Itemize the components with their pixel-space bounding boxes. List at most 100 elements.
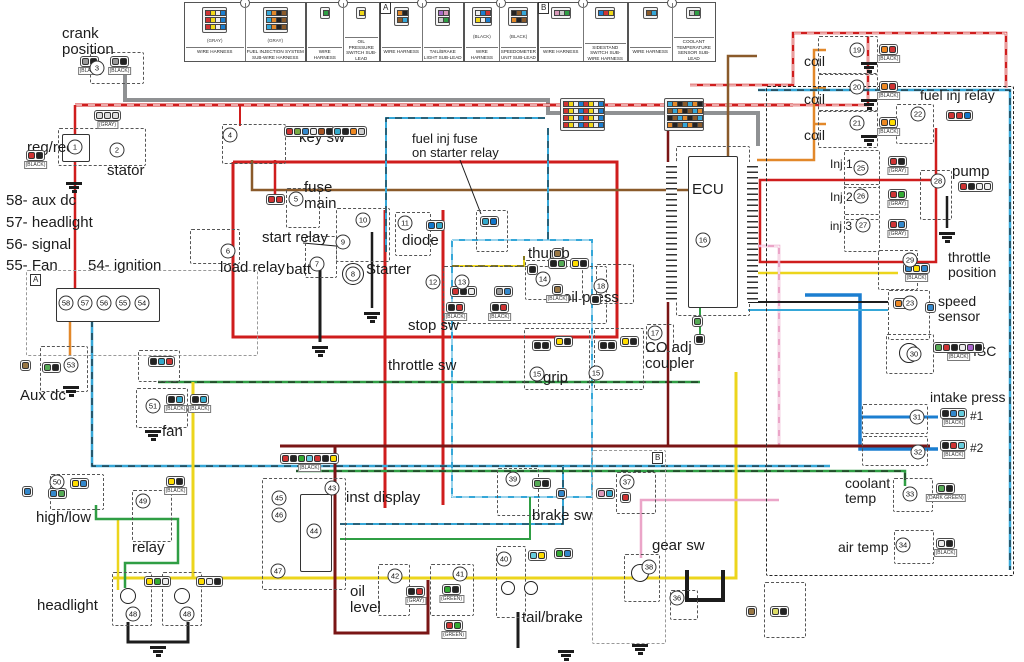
circled-number: 44: [306, 523, 322, 539]
connector-pin: [563, 10, 570, 16]
label-inst-display: inst display: [346, 489, 421, 506]
circled-number: 11: [397, 215, 413, 231]
connector-pin: [606, 490, 613, 497]
connector: (GRAY): [886, 219, 909, 238]
circled-number: 21: [849, 115, 865, 131]
connector: [620, 336, 639, 347]
component-box: [862, 404, 928, 434]
connector-pin: [694, 10, 701, 16]
circled-number: 29: [902, 252, 918, 268]
label-fuel-inj-relay: fuel inj relay: [920, 87, 995, 103]
connector-pin: [950, 442, 957, 449]
label-starter: Starter: [366, 261, 412, 278]
connector: [196, 576, 223, 587]
label-aux-dc: Aux dc: [20, 387, 66, 404]
harness-pair-3: A WIRE HARNESS TAIL/BRAKE LIGHT SUB-LEAD: [380, 0, 464, 62]
connector-pin: [166, 358, 173, 365]
connector: (GRAY): [404, 586, 427, 605]
component-box: [646, 324, 674, 352]
harness-caption: OIL PRESSURE SWITCH SUB-LEAD: [344, 37, 378, 61]
connector: (BLACK): [23, 150, 48, 169]
component-box: [764, 582, 806, 638]
connector-pin: [608, 342, 615, 349]
label-high-low: high/low: [36, 509, 92, 526]
connector-pin: [580, 260, 587, 267]
ground-symbol-icon: [861, 99, 877, 111]
connector-pin: [534, 480, 541, 487]
ecu-connector-block-left: [560, 98, 605, 131]
connector-pin: [890, 221, 897, 228]
harness-pair-2: WIRE HARNESS OIL PRESSURE SWITCH SUB-LEA…: [306, 0, 380, 62]
connector-pin: [550, 260, 557, 267]
circled-number: 6: [220, 243, 236, 259]
harness-cell: TAIL/BRAKE LIGHT SUB-LEAD: [421, 3, 464, 61]
component-box: [616, 472, 656, 514]
connector: (DARK GREEN): [925, 483, 966, 502]
circled-number: 16: [695, 232, 711, 248]
component-box: [497, 468, 539, 516]
circled-number: 14: [535, 271, 551, 287]
harness-cell: OIL PRESSURE SWITCH SUB-LEAD: [342, 3, 380, 61]
connector: (BLACK): [876, 44, 901, 63]
connector-pin: [44, 364, 51, 371]
wire: [757, 48, 826, 162]
connector-grid-icon: [262, 7, 288, 33]
connector-pin: [220, 17, 227, 23]
connector-color-tag: (BLACK): [941, 451, 966, 459]
connector-pin: [443, 10, 450, 16]
harness-cell: WIRE HARNESS: [307, 3, 343, 61]
connector: [20, 360, 31, 371]
connector-grid-icon: [508, 7, 529, 26]
ground-symbol-icon: [939, 232, 955, 244]
connector: (BLACK): [280, 453, 339, 472]
harness-cell: WIRE HARNESS: [539, 3, 583, 61]
connector-grid-icon: [595, 7, 616, 19]
wire-stripe: [748, 245, 886, 447]
connector-color-tag: (BLACK): [876, 128, 901, 136]
connector-pin: [36, 152, 43, 159]
ecu-pin-strip-right: [747, 162, 758, 302]
component-box: [844, 214, 880, 252]
ecu-connector-block-right: [664, 98, 704, 131]
connector-pin: [492, 304, 499, 311]
label-fuse-58: 58- aux dc: [6, 192, 77, 209]
wire: [805, 293, 938, 451]
connector: [22, 486, 33, 497]
connector-pin: [975, 344, 982, 351]
harness-pair-5: B WIRE HARNESS SIDESTAND SWITCH SUB-WIRE…: [538, 0, 628, 62]
connector-pin: [938, 485, 945, 492]
connector-pin: [302, 128, 309, 135]
connector-pin: [500, 304, 507, 311]
label-throttle-position: throttle position: [948, 249, 997, 281]
connector-pin: [452, 288, 459, 295]
connector-pin: [318, 128, 325, 135]
connector-pin: [889, 83, 896, 90]
connector-pin: [446, 622, 453, 629]
connector-pin: [881, 83, 888, 90]
connector-pin: [598, 115, 604, 121]
ground-symbol-icon: [558, 650, 574, 662]
connector: [332, 126, 367, 137]
circled-number: 15: [588, 365, 604, 381]
connector: [548, 258, 567, 269]
section-marker-a: A: [380, 2, 392, 14]
connector-pin: [694, 318, 701, 325]
connector-pin: [50, 490, 57, 497]
label-crank-position: crank position: [62, 25, 114, 59]
connector-pin: [538, 552, 545, 559]
wire: [296, 469, 907, 486]
component-box: [40, 346, 88, 392]
label-fuse-54: 54- ignition: [88, 257, 162, 274]
connector-pin: [630, 338, 637, 345]
label-inj-1: Inj 1: [830, 157, 853, 171]
component-box: [594, 328, 644, 390]
harness-caption: WIRE HARNESS: [466, 47, 498, 61]
connector-pin: [748, 608, 755, 615]
connector-color-tag: (BLACK): [904, 274, 929, 282]
circled-number: 36: [669, 590, 685, 606]
bulb-icon: [501, 581, 515, 595]
connector-color-tag: (BLACK): [876, 55, 901, 63]
connector-pin: [542, 342, 549, 349]
label-speed-sensor: speed sensor: [938, 293, 981, 325]
